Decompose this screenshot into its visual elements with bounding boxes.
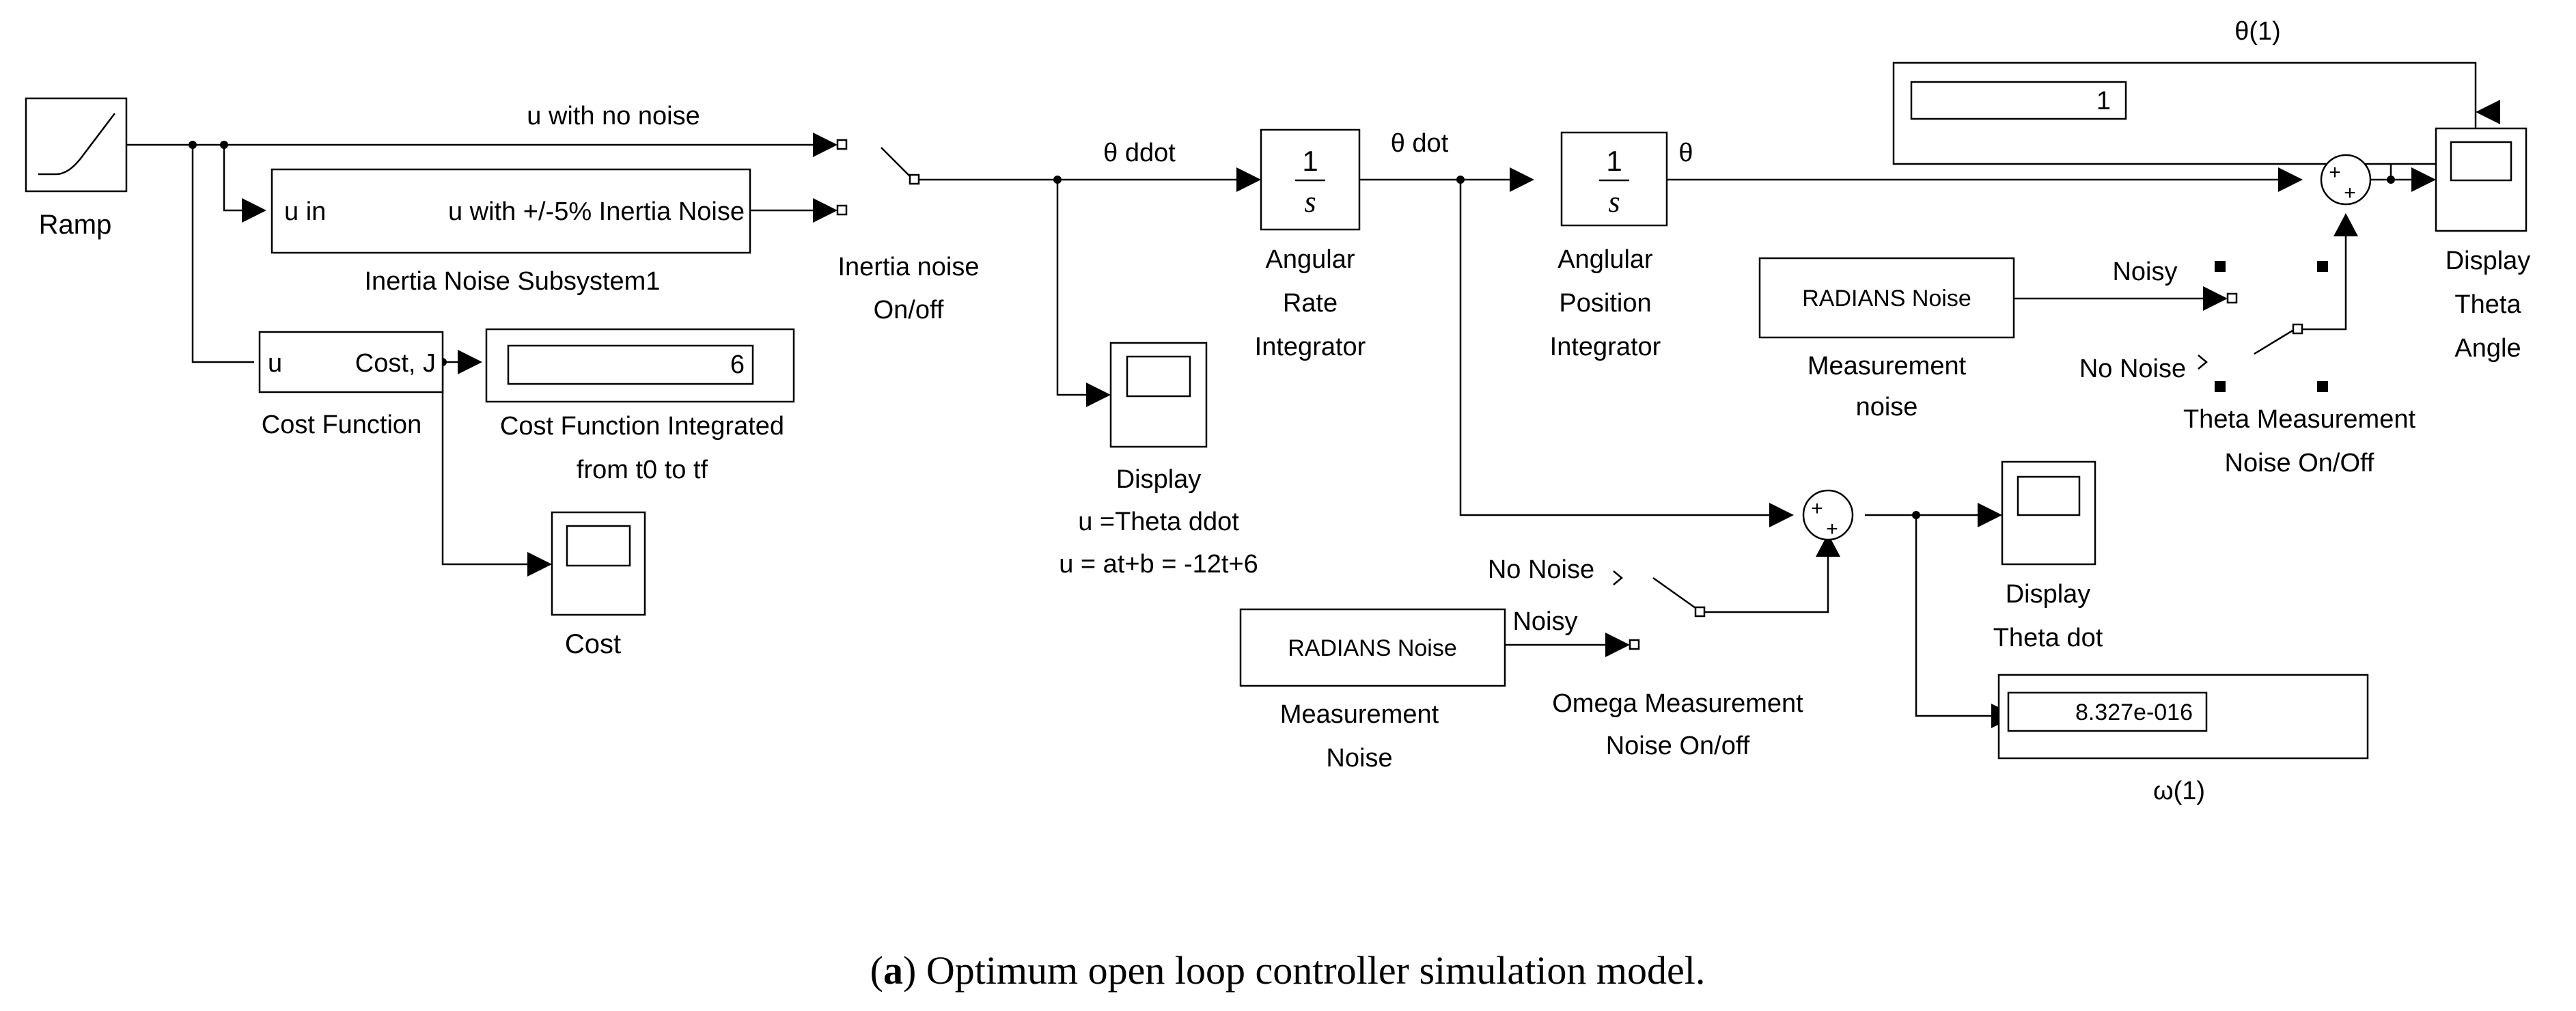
cost-integrated-display[interactable]: 6 Cost Function Integrated from t0 to tf xyxy=(485,328,795,484)
position-integrator-den: s xyxy=(1608,185,1620,219)
sum1-plus-left: + xyxy=(2329,161,2341,184)
arrow-to-sum2 xyxy=(1769,503,1794,527)
inertia-in-port-label: u in xyxy=(284,197,326,226)
display-ddot-label-2: u =Theta ddot xyxy=(1078,508,1239,536)
rate-integrator-block[interactable]: 1 s Angular Rate Integrator xyxy=(1255,128,1366,361)
rate-integrator-label-2: Rate xyxy=(1283,289,1338,318)
arrow-to-position-integrator xyxy=(1510,167,1534,192)
inertia-noise-subsystem[interactable]: u in u with +/-5% Inertia Noise Inertia … xyxy=(271,168,751,296)
sum2-plus-bottom: + xyxy=(1826,518,1838,540)
figure-caption: (a) Optimum open loop controller simulat… xyxy=(870,948,1706,993)
cost-scope[interactable]: Cost xyxy=(551,511,646,659)
theta-dot-sum-block: + + xyxy=(1802,489,1854,541)
position-integrator-label-3: Integrator xyxy=(1550,333,1661,361)
theta-sum-block: + + xyxy=(2320,154,2372,206)
theta-noise-label-2: noise xyxy=(1856,393,1918,421)
omega-noise-block[interactable]: RADIANS Noise Measurement Noise xyxy=(1239,608,1506,773)
inertia-switch-label-2: On/off xyxy=(874,296,944,324)
arrow-to-switch-top xyxy=(813,133,837,157)
caption-text: Optimum open loop controller simulation … xyxy=(926,948,1706,993)
caption-label: a xyxy=(883,948,903,993)
display-ddot-label-3: u = at+b = -12t+6 xyxy=(1059,550,1258,579)
omega-readout-value: 8.327e-016 xyxy=(2075,700,2193,725)
arrow-to-omega-switch xyxy=(1605,633,1630,657)
theta-dot-label: θ dot xyxy=(1391,129,1449,158)
theta-readout-display[interactable]: θ(1) 1 xyxy=(1892,17,2477,165)
arrow-to-inertia-noise xyxy=(242,198,266,223)
cost-out-port-label: Cost, J xyxy=(355,349,436,378)
cost-scope-label: Cost xyxy=(565,629,621,659)
arrow-to-switch-bottom xyxy=(813,198,837,223)
inertia-subsystem-name: Inertia Noise Subsystem1 xyxy=(365,267,661,296)
cost-function-block[interactable]: u Cost, J Cost Function xyxy=(258,331,444,439)
arrow-to-cost-integrated xyxy=(458,350,482,374)
theta-measurement-switch[interactable] xyxy=(2198,261,2328,392)
arrow-to-theta-switch xyxy=(2203,286,2228,311)
display-ddot-scope[interactable]: Display u =Theta ddot u = at+b = -12t+6 xyxy=(1059,342,1258,579)
theta-label: θ xyxy=(1678,139,1693,167)
theta-noise-block[interactable]: RADIANS Noise Measurement noise xyxy=(1758,257,2015,421)
omega-noise-label-1: Measurement xyxy=(1280,700,1439,729)
omega-readout-display[interactable]: 8.327e-016 ω(1) xyxy=(1997,674,2369,805)
rate-integrator-num: 1 xyxy=(1302,145,1318,177)
cost-integrated-value: 6 xyxy=(730,350,745,379)
rate-integrator-label-3: Integrator xyxy=(1255,333,1366,361)
theta-switch-label-2: Noise On/Off xyxy=(2225,449,2374,477)
cost-integrated-label-1: Cost Function Integrated xyxy=(500,412,784,441)
no-noise-top-label: No Noise xyxy=(2079,355,2186,383)
ramp-label: Ramp xyxy=(39,210,112,240)
display-theta-dot-scope[interactable]: Display Theta dot xyxy=(1993,460,2103,652)
inertia-switch-label-1: Inertia noise xyxy=(837,253,979,281)
rate-integrator-den: s xyxy=(1304,185,1316,219)
noisy-bottom-label: Noisy xyxy=(1512,607,1577,636)
arrow-to-display-theta-angle xyxy=(2411,167,2436,192)
arrow-to-display-theta-dot xyxy=(1978,503,2002,527)
position-integrator-num: 1 xyxy=(1606,145,1622,177)
arrow-to-theta-readout xyxy=(2476,100,2500,124)
omega-measurement-switch[interactable] xyxy=(1613,570,1706,650)
arrow-to-display-ddot xyxy=(1086,383,1111,407)
omega-switch-label-1: Omega Measurement xyxy=(1552,689,1803,718)
omega-noise-name: RADIANS Noise xyxy=(1288,635,1457,661)
ramp-block[interactable]: Ramp xyxy=(25,97,128,240)
display-theta-angle-scope[interactable]: Display Theta Angle xyxy=(2435,127,2531,363)
display-theta-angle-label-2: Theta xyxy=(2454,290,2521,319)
cost-in-port-label: u xyxy=(268,349,282,378)
omega-switch-label-2: Noise On/off xyxy=(1606,732,1750,760)
sum1-plus-bottom: + xyxy=(2344,182,2356,204)
arrow-to-rate-integrator xyxy=(1236,167,1261,192)
position-integrator-block[interactable]: 1 s Anglular Position Integrator xyxy=(1550,131,1668,361)
theta-ddot-label: θ ddot xyxy=(1103,139,1176,167)
no-noise-bottom-label: No Noise xyxy=(1488,555,1594,584)
display-theta-dot-label-1: Display xyxy=(2006,580,2091,609)
display-theta-angle-label-3: Angle xyxy=(2454,334,2521,363)
position-integrator-label-2: Position xyxy=(1559,289,1651,318)
omega-noise-label-2: Noise xyxy=(1326,744,1392,773)
noisy-top-label: Noisy xyxy=(2112,258,2177,286)
theta-readout-value: 1 xyxy=(2096,87,2111,115)
sum2-plus-left: + xyxy=(1811,497,1823,520)
arrow-to-cost-scope xyxy=(527,552,552,577)
arrow-up-to-sum1 xyxy=(2333,213,2358,236)
theta-noise-label-1: Measurement xyxy=(1808,352,1967,380)
theta-switch-label-1: Theta Measurement xyxy=(2183,405,2415,434)
cost-integrated-label-2: from t0 to tf xyxy=(577,456,708,484)
arrow-up-to-sum2 xyxy=(1816,534,1840,557)
rate-integrator-label-1: Angular xyxy=(1266,245,1355,274)
arrow-to-sum1 xyxy=(2278,167,2303,192)
cost-function-name: Cost Function xyxy=(262,411,421,439)
display-theta-angle-label-1: Display xyxy=(2446,247,2531,275)
position-integrator-label-1: Anglular xyxy=(1557,245,1653,274)
display-theta-dot-label-2: Theta dot xyxy=(1993,624,2103,652)
arrowheads xyxy=(242,100,2500,728)
theta-noise-name: RADIANS Noise xyxy=(1802,286,1971,311)
inertia-switch[interactable] xyxy=(836,139,920,216)
display-ddot-label-1: Display xyxy=(1116,465,1202,494)
theta-readout-title: θ(1) xyxy=(2234,17,2281,46)
u-no-noise-label: u with no noise xyxy=(527,102,700,130)
inertia-out-port-label: u with +/-5% Inertia Noise xyxy=(448,197,745,226)
omega-readout-label: ω(1) xyxy=(2153,777,2205,805)
